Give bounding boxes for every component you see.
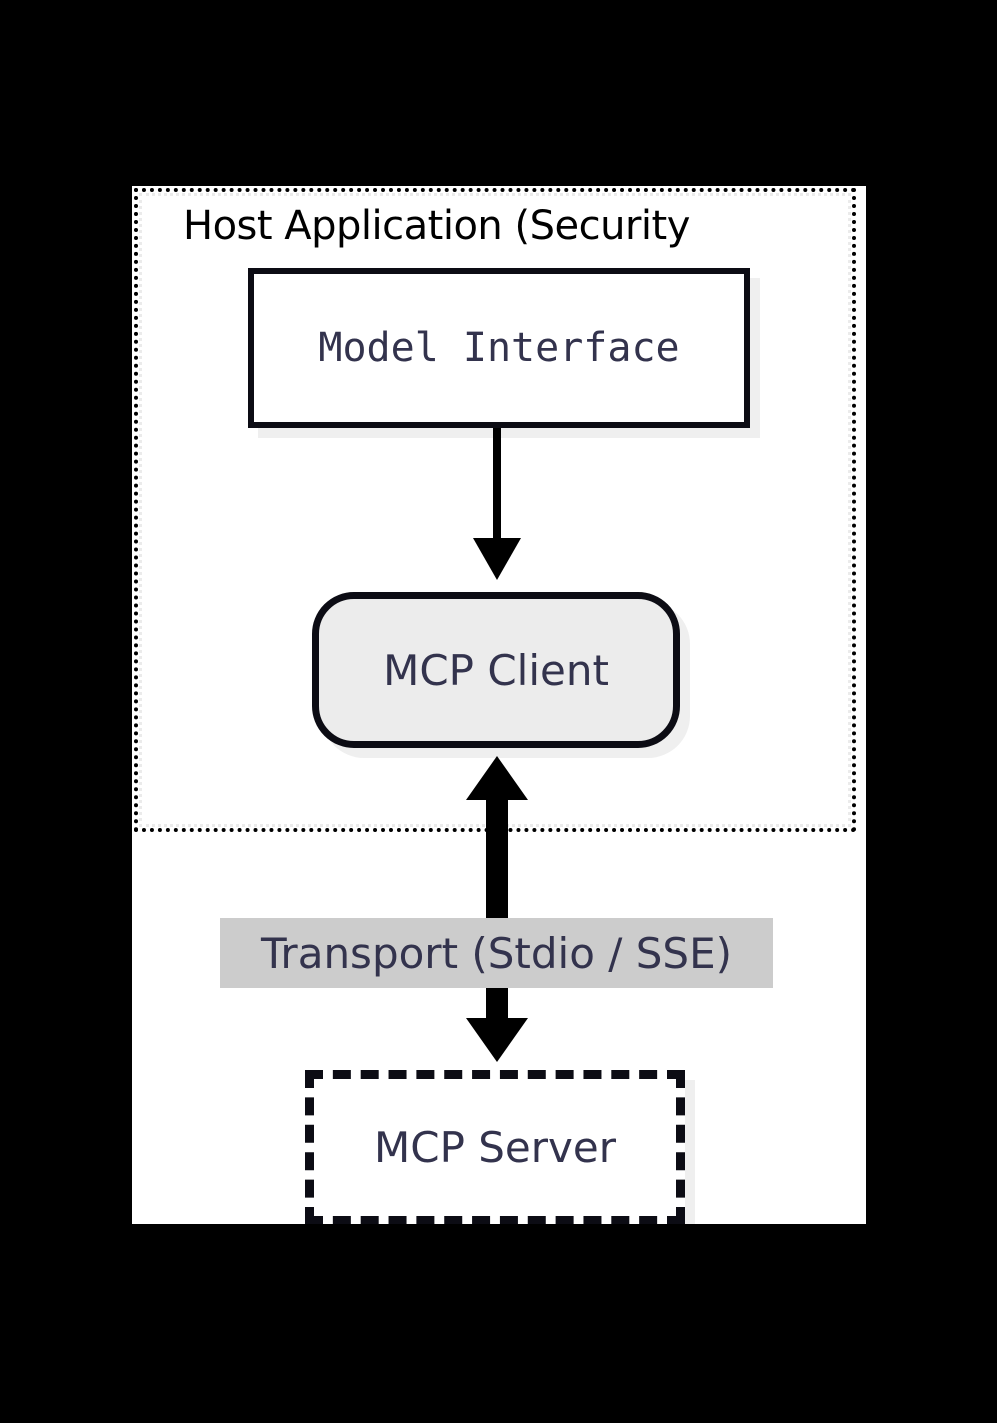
model-interface-label: Model Interface <box>318 325 680 371</box>
mcp-client-label: MCP Client <box>383 645 609 695</box>
mcp-server-label: MCP Server <box>374 1123 616 1172</box>
model-to-client-arrowhead-icon <box>473 538 521 580</box>
mcp-server-node[interactable]: MCP Server <box>305 1070 685 1225</box>
client-server-arrowhead-down-icon <box>466 1018 528 1062</box>
transport-edge-label-text: Transport (Stdio / SSE) <box>260 928 733 978</box>
transport-edge-label: Transport (Stdio / SSE) <box>220 918 773 988</box>
model-to-client-edge-line <box>493 428 501 544</box>
model-interface-node[interactable]: Model Interface <box>248 268 750 428</box>
client-server-edge-line <box>486 790 508 1030</box>
mcp-client-node[interactable]: MCP Client <box>312 592 680 748</box>
canvas-bottom-crop <box>0 1224 997 1423</box>
host-application-title: Host Application (Security <box>183 203 690 249</box>
